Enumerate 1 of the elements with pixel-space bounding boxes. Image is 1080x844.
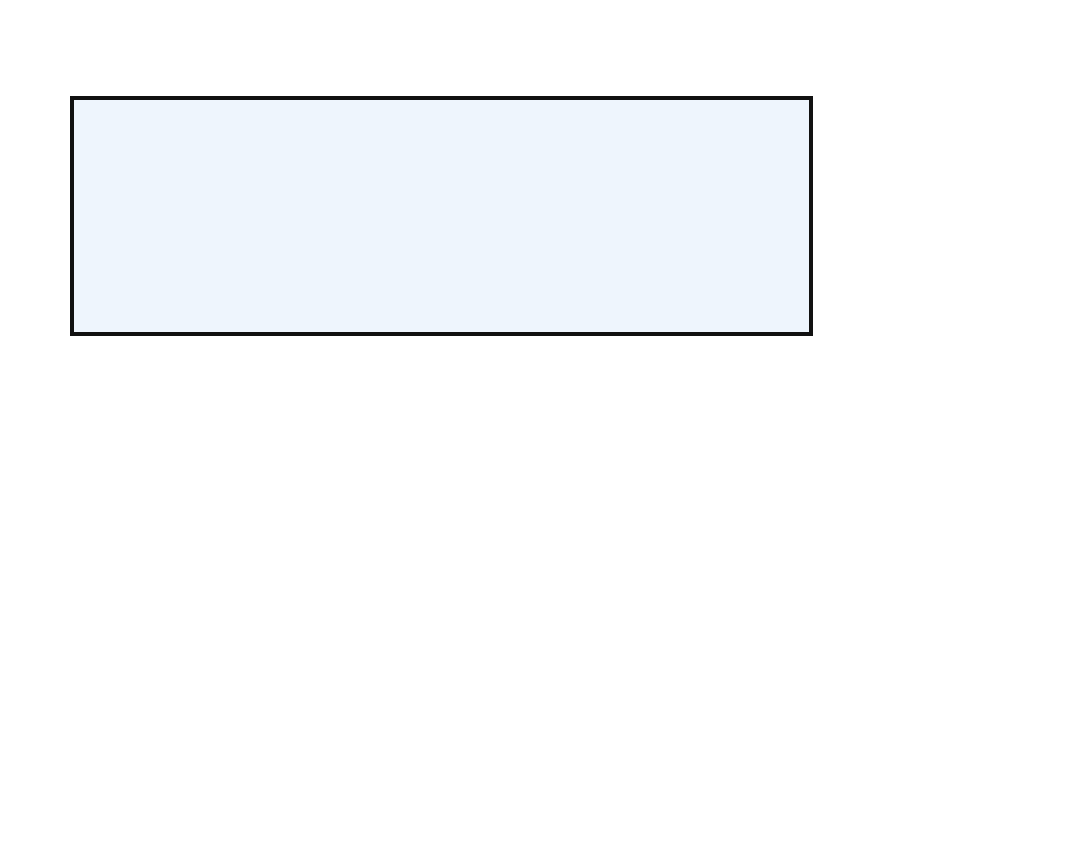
empty-box [70,96,813,336]
